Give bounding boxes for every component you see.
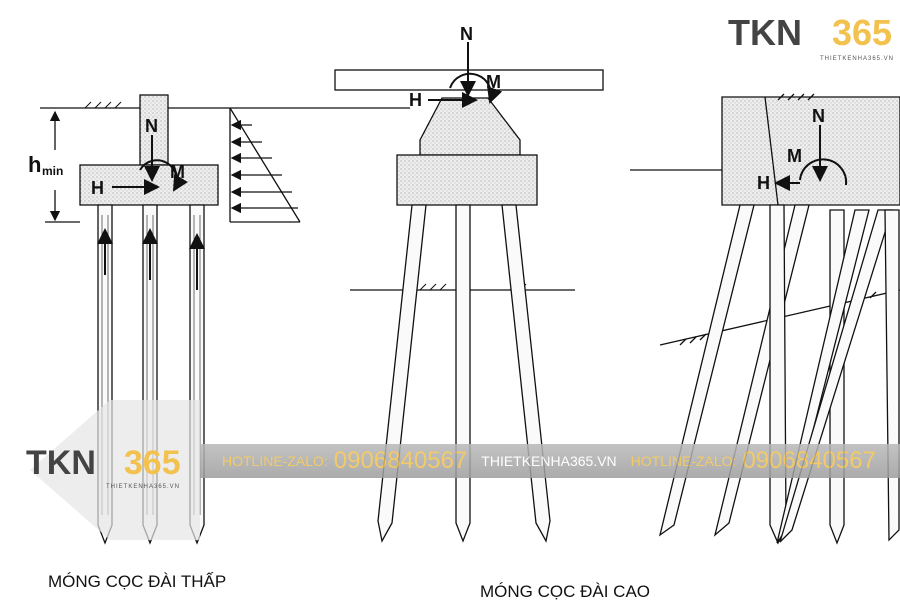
label-H: H	[757, 173, 770, 193]
pedestal	[419, 97, 521, 156]
piles	[377, 204, 551, 543]
logo-365: 365	[123, 444, 181, 482]
label-N: N	[812, 106, 825, 126]
label-M: M	[170, 162, 185, 182]
hotline-number: 0906840567	[742, 447, 876, 474]
caption-high-cap: MÓNG CỌC ĐÀI CAO	[480, 582, 650, 601]
pile-cap	[721, 96, 900, 206]
logo-tkn: TKN	[728, 12, 802, 53]
hotline-label: HOTLINE-ZALO:	[222, 453, 328, 469]
pile-cap	[396, 154, 538, 206]
ground-hatch	[84, 101, 122, 109]
moment-arrow	[139, 159, 188, 192]
logo-site: THIETKENHA365.VN	[820, 56, 895, 62]
caption-low-cap: MÓNG CỌC ĐÀI THẤP	[48, 572, 226, 591]
hotline-number: 0906840567	[333, 447, 468, 474]
watermark-logo-bottom: TKN 365 THIETKENHA365.VN	[26, 444, 181, 490]
logo-365: 365	[832, 12, 893, 53]
label-M: M	[787, 146, 802, 166]
moment-arrow	[449, 72, 503, 104]
label-M: M	[486, 72, 501, 92]
logo-tkn: TKN	[26, 444, 96, 482]
label-H: H	[409, 90, 422, 110]
watermark-hotline-band: HOTLINE-ZALO: 0906840567 THIETKENHA365.V…	[200, 444, 900, 478]
label-h: h	[28, 152, 41, 177]
label-H: H	[91, 178, 104, 198]
moment-arrow	[799, 158, 848, 186]
label-h-subscript: min	[42, 164, 63, 178]
piles	[658, 204, 900, 545]
label-N: N	[460, 24, 473, 44]
earth-pressure-diagram	[229, 107, 301, 223]
watermark-site: THIETKENHA365.VN	[481, 453, 617, 469]
hotline-label: HOTLINE-ZALO:	[630, 453, 737, 469]
label-N: N	[145, 116, 158, 136]
column	[139, 94, 169, 166]
watermark-shape	[30, 400, 200, 540]
watermark-logo-top: TKN 365 THIETKENHA365.VN	[728, 12, 893, 62]
logo-site: THIETKENHA365.VN	[106, 484, 181, 490]
